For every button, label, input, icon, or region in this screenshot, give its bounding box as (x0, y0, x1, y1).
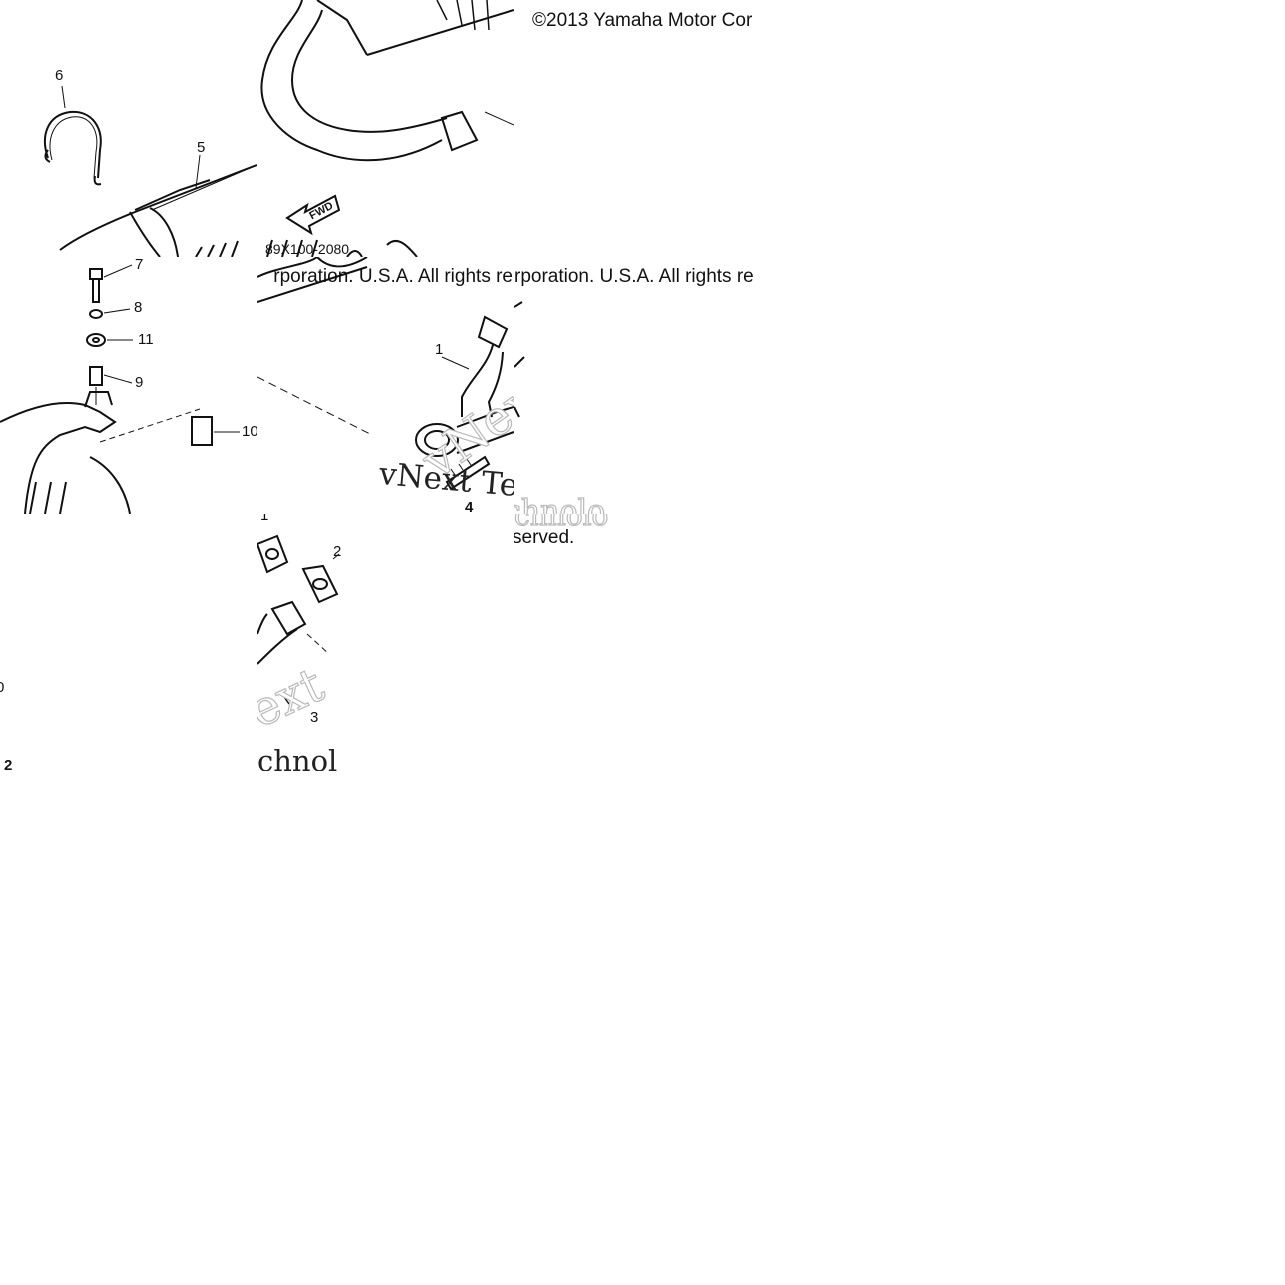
callout-3: 3 (310, 709, 319, 726)
callout-8: 8 (134, 299, 143, 316)
callout-7: 7 (135, 257, 144, 273)
callout-1: 1 (435, 341, 444, 358)
watermark-text-e: chnolo (514, 494, 606, 514)
diagram-tile-bottom-right: served. chnolo (514, 514, 771, 771)
callout-9: 9 (135, 374, 144, 391)
copyright-line-2b: rporation. U.S.A. All rights re (514, 266, 754, 287)
diagram-tile-middle-left: 7 8 11 9 10 (0, 257, 257, 514)
callout-10: 10 (242, 423, 257, 440)
diagram-tile-top-right: ©2013 Yamaha Motor Cor (514, 0, 771, 257)
callout-2-left: 2 (4, 757, 13, 771)
watermark-text-b: chnolo (514, 514, 609, 532)
copyright-line-1: ©2013 Yamaha Motor Cor (532, 10, 753, 31)
copyright-line-2: rporation. U.S.A. All rights re (273, 266, 513, 287)
diagram-tile-center: rporation. U.S.A. All rights re 1 4 vNex… (257, 257, 514, 514)
callout-6: 6 (55, 67, 64, 84)
exhaust-pipe-drawing (257, 257, 514, 491)
copyright-line-3: served. (514, 527, 575, 548)
pipe-end-drawing (514, 301, 525, 418)
callout-4: 4 (465, 499, 474, 514)
diagram-tile-bottom-left: 0 2 (0, 514, 257, 771)
part-code: 89X100-2080 (265, 241, 350, 257)
watermark-text-d: chnol (257, 744, 338, 772)
callout-10-partial: 0 (0, 679, 5, 696)
diagram-tile-bottom-middle: 1 2 3 ext chnol (257, 514, 514, 771)
bolt-stack-drawing (0, 264, 240, 514)
diagram-tile-top-left: 6 5 (0, 0, 257, 257)
spring-and-muffler-drawing (44, 85, 257, 257)
callout-1-lower: 1 (260, 514, 269, 524)
callout-5: 5 (197, 139, 206, 156)
diagram-tile-top-middle: FWD 89X100-2080 (257, 0, 514, 257)
callout-11: 11 (138, 331, 154, 348)
gasket-drawing (257, 534, 340, 705)
rear-pipe-drawing (260, 0, 514, 257)
diagram-tile-middle-right: rporation. U.S.A. All rights re chnolo (514, 257, 771, 514)
callout-2: 2 (333, 543, 342, 560)
